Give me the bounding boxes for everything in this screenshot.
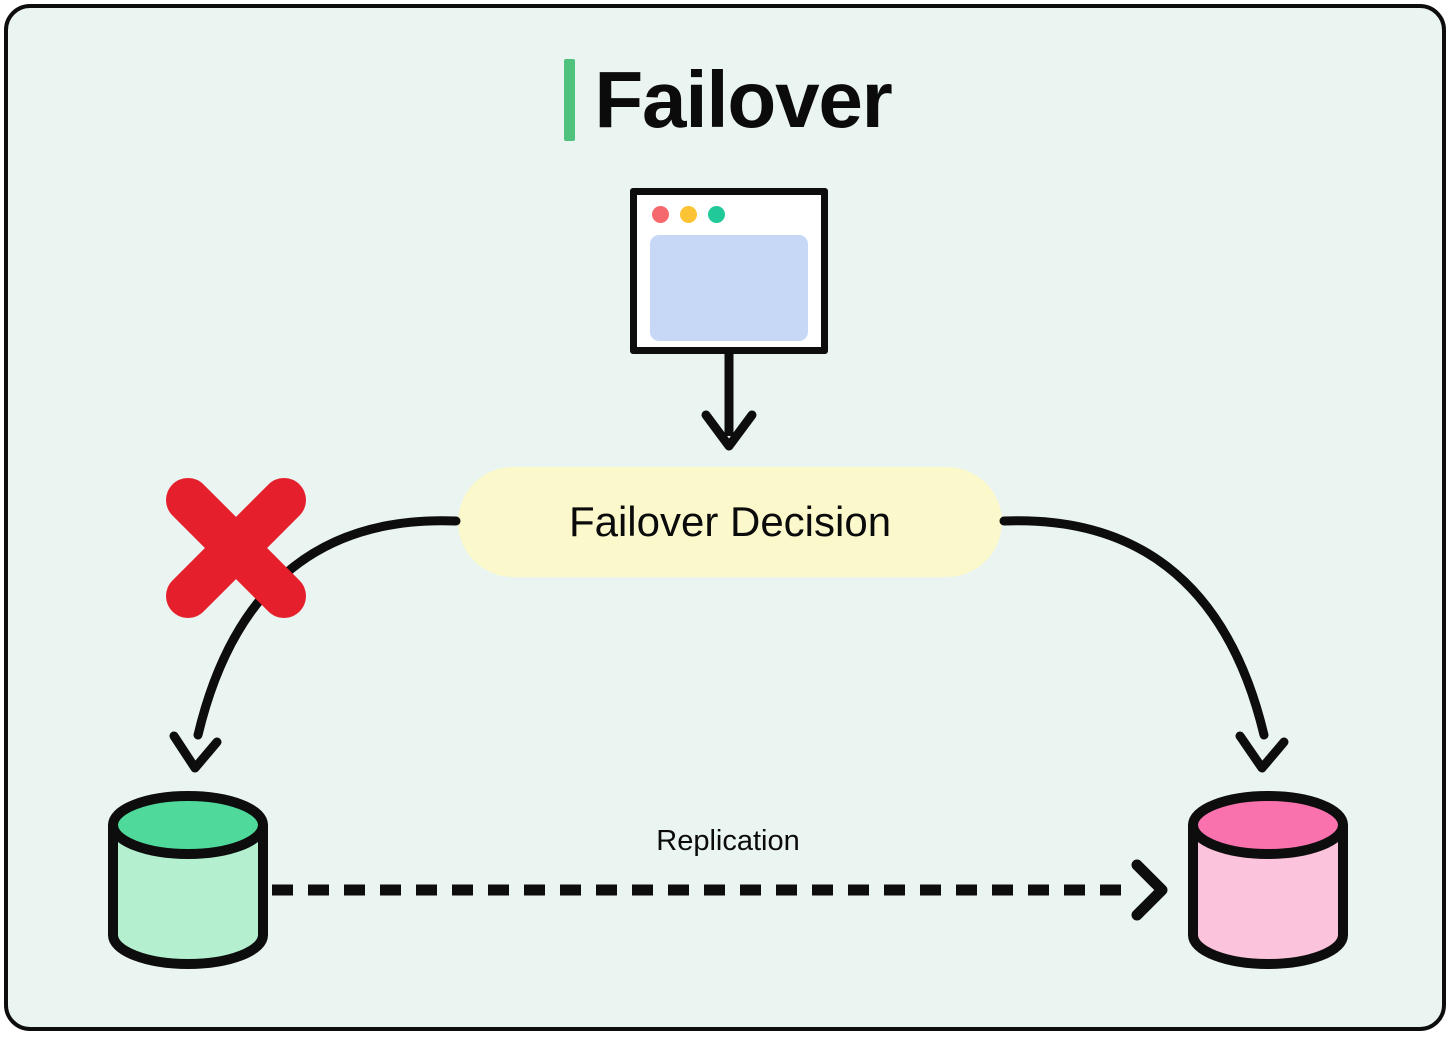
- window-content-area: [650, 235, 808, 341]
- title-accent-bar: [564, 59, 576, 141]
- failover-decision-label: Failover Decision: [568, 498, 892, 545]
- page-title: Failover: [0, 48, 1456, 152]
- replication-label: Replication: [656, 825, 800, 857]
- failover-decision-node: Failover Decision: [458, 467, 1002, 577]
- window-minimize-dot: [680, 205, 697, 223]
- window-maximize-dot: [708, 205, 725, 223]
- application-window-node: [630, 188, 828, 354]
- window-close-dot: [652, 205, 669, 223]
- window-titlebar: [637, 195, 821, 233]
- title-label: Failover: [594, 55, 892, 144]
